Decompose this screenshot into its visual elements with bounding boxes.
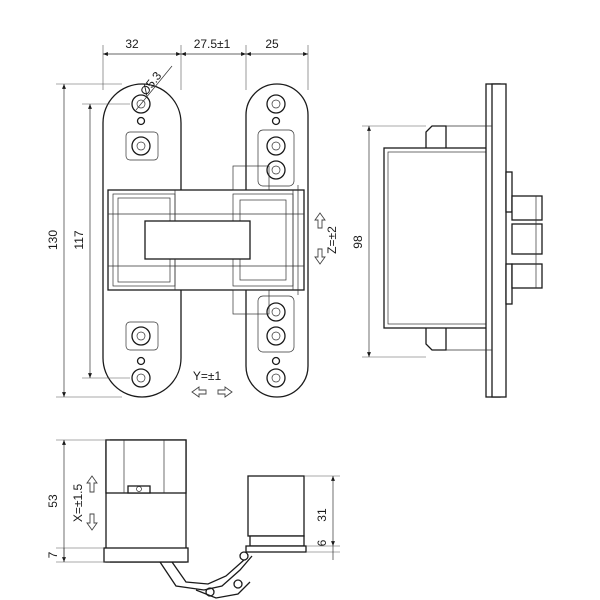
- dim-width-right: 25: [265, 37, 279, 51]
- dim-right-block: 31: [315, 508, 329, 522]
- bottom-view: 53 7 X=±1.5 31 6: [46, 439, 340, 599]
- adjust-z-label: Z=±2: [325, 226, 339, 254]
- dim-height-side: 98: [351, 235, 365, 249]
- front-view: [102, 83, 309, 398]
- dim-depth-total: 53: [46, 494, 60, 508]
- dim-width-left: 32: [125, 37, 139, 51]
- dim-height-inner: 117: [72, 230, 86, 249]
- dim-right-offset: 6: [315, 539, 329, 546]
- adjust-y-label: Y=±1: [193, 369, 222, 383]
- adjust-x-label: X=±1.5: [71, 484, 85, 523]
- dim-width-middle: 27.5±1: [194, 37, 231, 51]
- dim-height-total: 130: [46, 230, 60, 250]
- side-view: 98: [351, 83, 543, 398]
- height-dimensions: 130 117: [46, 83, 130, 398]
- z-adjustment: Z=±2: [314, 212, 339, 265]
- y-adjustment: Y=±1: [191, 369, 233, 398]
- dim-depth-offset: 7: [46, 551, 60, 558]
